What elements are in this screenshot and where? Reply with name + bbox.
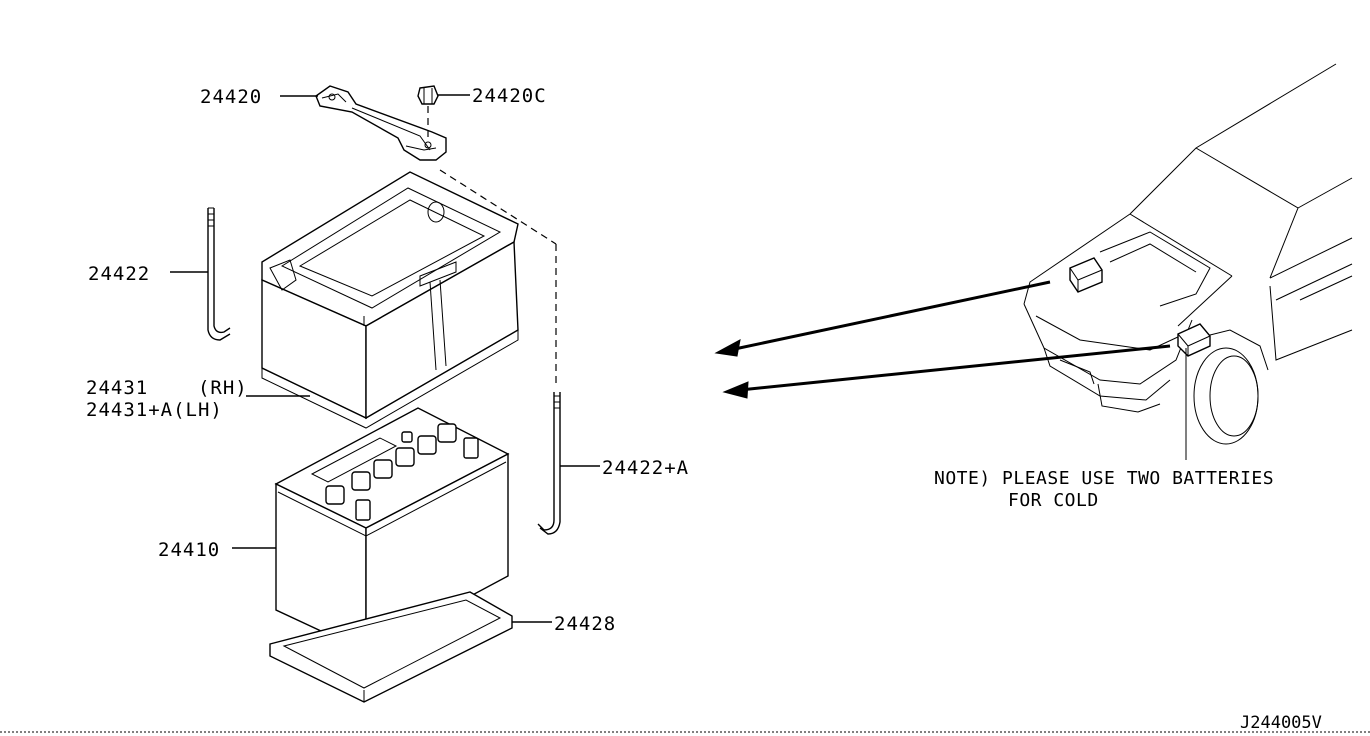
label-24428: 24428 xyxy=(554,613,616,635)
battery-hold-bracket xyxy=(315,85,447,161)
diagram-code: J244005V xyxy=(1240,713,1322,733)
battery-caps xyxy=(325,423,479,521)
indicator-arrows xyxy=(714,280,1171,399)
vehicle-sketch xyxy=(1023,63,1353,460)
note-line-1: NOTE) PLEASE USE TWO BATTERIES xyxy=(934,468,1274,489)
note-line-2: FOR COLD xyxy=(1008,490,1099,511)
label-24420: 24420 xyxy=(200,86,262,108)
label-24410: 24410 xyxy=(158,539,220,561)
label-24422a: 24422+A xyxy=(602,457,689,479)
nut-part xyxy=(417,85,439,105)
battery-tray xyxy=(269,591,513,703)
hold-rod-left xyxy=(207,207,231,341)
label-24422: 24422 xyxy=(88,263,150,285)
label-24420c: 24420C xyxy=(472,85,547,107)
label-24431-rh: 24431 (RH) xyxy=(86,377,248,399)
battery-cover xyxy=(261,171,519,429)
hold-rod-right xyxy=(537,392,561,535)
battery xyxy=(274,407,510,654)
label-24431a-lh: 24431+A(LH) xyxy=(86,399,223,421)
